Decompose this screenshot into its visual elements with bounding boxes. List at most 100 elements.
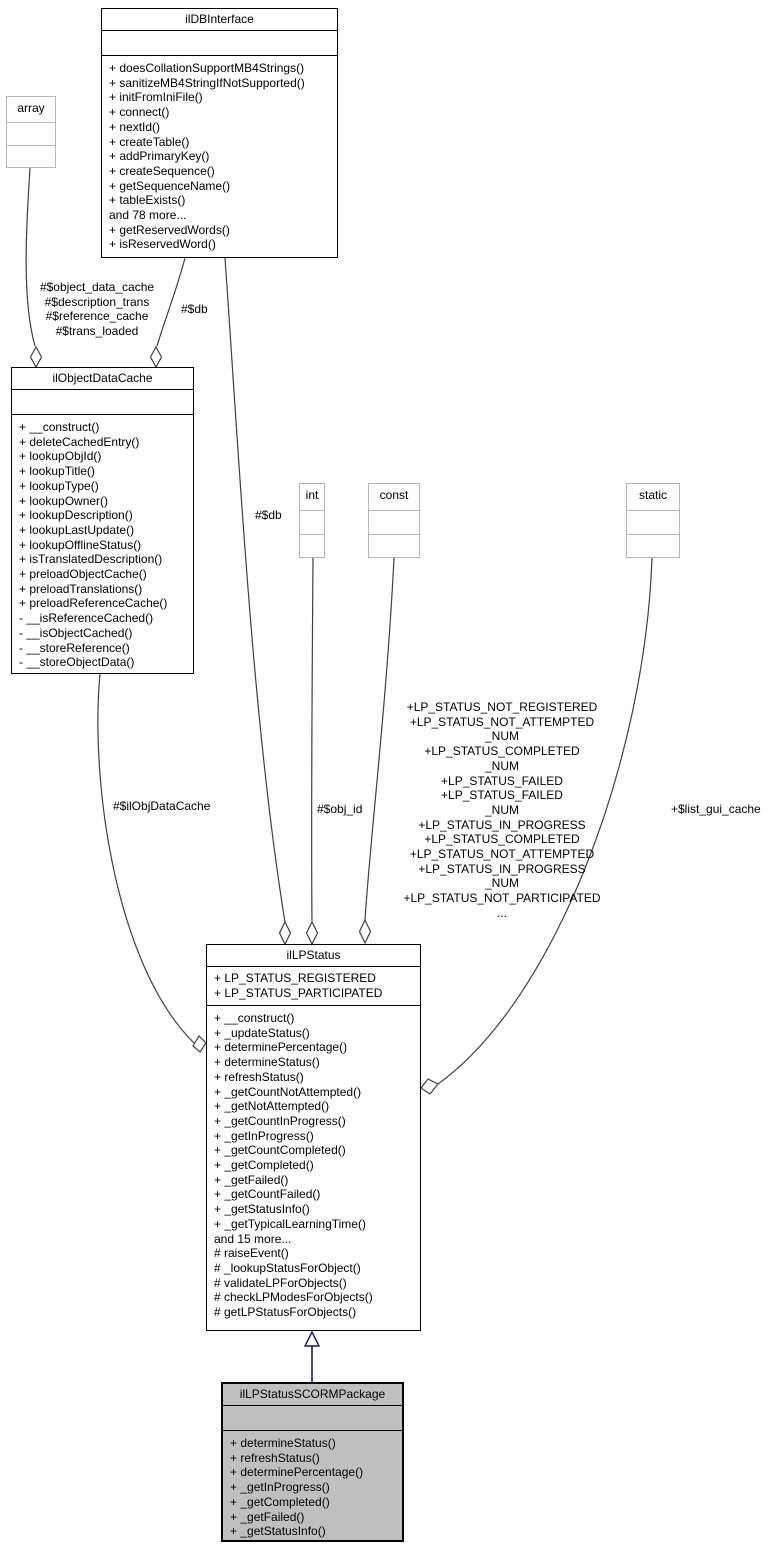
member-line: + lookupType() [19, 478, 99, 493]
aggregation-diamond-icon [192, 1035, 207, 1053]
edge-label-static-to-lpstatus: +$list_gui_cache [671, 802, 761, 816]
type-title: static [638, 488, 667, 502]
member-line: + lookupOfflineStatus() [19, 537, 142, 552]
member-line: + lookupTitle() [19, 464, 95, 479]
member-line: + __construct() [214, 1011, 295, 1025]
edge-label-array-to-objectcache: #$object_data_cache#$description_trans#$… [33, 280, 161, 339]
edge-const-to-lpstatus [364, 557, 395, 921]
member-line: + addPrimaryKey() [109, 149, 210, 164]
member-line: _NUM [484, 729, 519, 744]
class-attributes: + LP_STATUS_REGISTERED+ LP_STATUS_PARTIC… [207, 967, 420, 1006]
member-line: + _getInProgress() [214, 1128, 314, 1143]
member-line: - __isReferenceCached() [19, 611, 154, 626]
class-title: ilLPStatusSCORMPackage [223, 1384, 402, 1406]
member-line: - __isObjectCached() [19, 625, 133, 640]
class-methods: + __construct()+ deleteCachedEntry()+ lo… [12, 415, 193, 673]
member-line: + determinePercentage() [230, 1465, 364, 1480]
member-line: #$reference_cache [45, 309, 149, 324]
member-line: +LP_STATUS_FAILED [441, 773, 563, 788]
member-line: + _getCompleted() [230, 1494, 330, 1509]
member-line: # checkLPModesForObjects() [214, 1290, 373, 1305]
class-attributes [12, 390, 193, 415]
member-line: + isTranslatedDescription() [19, 552, 163, 567]
class-attributes [223, 1406, 402, 1431]
edge-objectcache-to-lpstatus [97, 673, 195, 1044]
aggregation-diamond-icon [278, 920, 292, 946]
member-line: # _lookupStatusForObject() [214, 1260, 361, 1275]
aggregation-diamond-icon [29, 345, 43, 369]
aggregation-diamond-icon [420, 1078, 439, 1095]
type-empty-cell [627, 510, 679, 533]
member-line: + isReservedWord() [109, 237, 216, 252]
member-line: #$description_trans [44, 294, 150, 309]
type-title: int [305, 488, 319, 502]
member-line: + createTable() [109, 134, 190, 149]
type-empty-cell [369, 533, 419, 557]
member-line: + _getStatusInfo() [214, 1202, 310, 1217]
class-methods: + determineStatus()+ refreshStatus()+ de… [223, 1431, 402, 1540]
type-title: const [379, 488, 409, 502]
member-line: and 15 more... [214, 1231, 292, 1246]
member-line: +LP_STATUS_NOT_ATTEMPTED [409, 714, 595, 729]
member-line: + determinePercentage() [214, 1040, 348, 1055]
member-line: + __construct() [19, 420, 100, 434]
member-line: + _getInProgress() [230, 1480, 330, 1495]
member-line: + deleteCachedEntry() [19, 434, 140, 449]
class-node-illpstatusscormpackage: ilLPStatusSCORMPackage + determineStatus… [221, 1382, 404, 1542]
member-line: _NUM [484, 802, 519, 817]
member-line: +LP_STATUS_NOT_PARTICIPATED [403, 891, 601, 906]
type-empty-cell [369, 510, 419, 533]
member-line: + _getFailed() [214, 1172, 289, 1187]
inheritance-triangle-icon [303, 1330, 321, 1347]
member-line: + createSequence() [109, 163, 215, 178]
member-line: + _getCountNotAttempted() [214, 1084, 362, 1099]
member-line: + refreshStatus() [230, 1450, 320, 1465]
member-line: + nextId() [109, 119, 161, 134]
class-attributes [102, 31, 337, 56]
member-line: _NUM [484, 876, 519, 891]
class-node-ildbinterface[interactable]: ilDBInterface + doesCollationSupportMB4S… [101, 8, 338, 258]
member-line: + determineStatus() [230, 1436, 336, 1450]
edge-label-db-to-lpstatus: #$db [255, 508, 282, 522]
edge-static-to-lpstatus [437, 557, 653, 1085]
member-line: +LP_STATUS_NOT_ATTEMPTED [409, 847, 595, 862]
edge-db-to-objectcache [156, 257, 186, 347]
member-line: +LP_STATUS_IN_PROGRESS [418, 861, 586, 876]
member-line: + getReservedWords() [109, 222, 230, 237]
member-line: + _getStatusInfo() [230, 1524, 326, 1539]
class-title: ilObjectDataCache [12, 368, 193, 390]
class-title: ilLPStatus [207, 945, 420, 967]
edge-label-int-to-lpstatus: #$obj_id [317, 802, 363, 816]
member-line: + tableExists() [109, 193, 186, 208]
member-line: + _getCountFailed() [214, 1187, 321, 1202]
member-line: + _updateStatus() [214, 1025, 310, 1040]
member-line: + connect() [109, 105, 170, 120]
member-line: #$object_data_cache [39, 280, 155, 294]
member-line: # validateLPForObjects() [214, 1275, 347, 1290]
type-node-array: array [6, 96, 56, 168]
member-line: + sanitizeMB4StringIfNotSupported() [109, 75, 305, 90]
member-line: - __storeReference() [19, 640, 130, 655]
class-methods: + doesCollationSupportMB4Strings()+ sani… [102, 56, 337, 257]
type-node-int: int [299, 483, 325, 558]
class-title: ilDBInterface [102, 9, 337, 31]
class-node-illpstatus[interactable]: ilLPStatus + LP_STATUS_REGISTERED+ LP_ST… [206, 944, 421, 1331]
member-line: - __storeObjectData() [19, 655, 135, 670]
edge-label-const-to-lpstatus: +LP_STATUS_NOT_REGISTERED+LP_STATUS_NOT_… [390, 700, 614, 921]
member-line: + initFromIniFile() [109, 90, 203, 105]
member-line: +LP_STATUS_COMPLETED [424, 832, 580, 847]
aggregation-diamond-icon [305, 920, 319, 946]
member-line: + preloadReferenceCache() [19, 596, 168, 611]
member-line: + determineStatus() [214, 1055, 320, 1070]
edge-db-to-lpstatus [224, 257, 286, 923]
class-node-ilobjectdatacache[interactable]: ilObjectDataCache + __construct()+ delet… [11, 367, 194, 674]
type-empty-cell [300, 533, 324, 557]
edge-array-to-objectcache [25, 167, 36, 347]
aggregation-diamond-icon [149, 345, 163, 369]
member-line: + LP_STATUS_PARTICIPATED [214, 985, 383, 1000]
member-line: +LP_STATUS_IN_PROGRESS [418, 817, 586, 832]
member-line: # raiseEvent() [214, 1246, 289, 1261]
class-methods: + __construct()+ _updateStatus()+ determ… [207, 1006, 420, 1330]
member-line: + lookupObjId() [19, 449, 102, 464]
